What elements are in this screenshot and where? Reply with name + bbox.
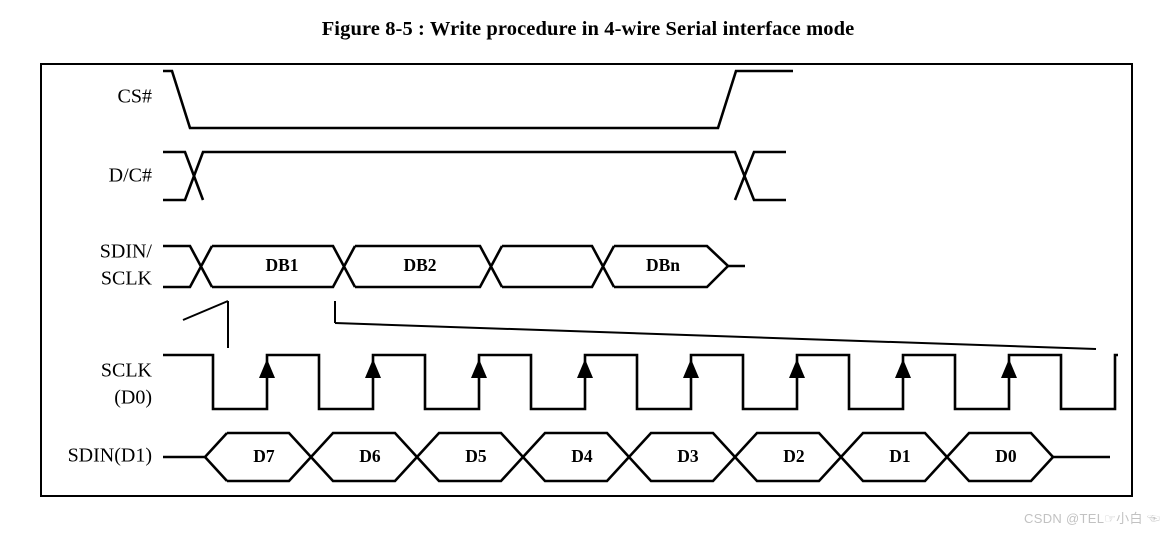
rising-edge-arrow-2 <box>365 359 381 409</box>
signal-label-sdin-sclk-line1: SDIN/ <box>100 241 153 263</box>
bus-cell-d5: D5 <box>465 446 487 466</box>
bus-cell-dbn: DBn <box>646 255 680 275</box>
rising-edge-arrow-4 <box>577 359 593 409</box>
bus-cell-d2: D2 <box>783 446 804 466</box>
waveform-sdin-sclk: DB1 DB2 DBn <box>163 244 745 289</box>
guide-left-diagonal <box>182 300 229 321</box>
rising-edge-arrow-5 <box>683 359 699 409</box>
expansion-guides <box>182 300 1097 350</box>
guide-right-taper <box>334 322 1097 350</box>
waveform-cs <box>163 69 793 130</box>
watermark: CSDN @TEL☞小白 ☜ <box>1024 511 1160 526</box>
clock-rising-edge-arrows <box>259 359 1017 409</box>
bus-cell-d0: D0 <box>995 446 1017 466</box>
bus-cell-d7: D7 <box>253 446 275 466</box>
rising-edge-arrow-7 <box>895 359 911 409</box>
rising-edge-arrow-3 <box>471 359 487 409</box>
signal-label-sdin-d1: SDIN(D1) <box>68 445 152 467</box>
signal-label-cs: CS# <box>118 86 152 108</box>
rising-edge-arrow-1 <box>259 359 275 409</box>
signal-label-sclk-line1: SCLK <box>101 360 153 382</box>
figure-title: Figure 8-5 : Write procedure in 4-wire S… <box>321 18 855 40</box>
signal-label-sclk-line2: (D0) <box>114 387 152 409</box>
bus-cell-d1: D1 <box>889 446 910 466</box>
bus-cell-db1: DB1 <box>265 255 298 275</box>
rising-edge-arrow-6 <box>789 359 805 409</box>
bus-cell-d6: D6 <box>359 446 381 466</box>
bus-cell-d4: D4 <box>571 446 593 466</box>
waveform-sclk <box>163 353 1118 411</box>
bus-cell-d3: D3 <box>677 446 699 466</box>
waveform-sdin-d1: D7 D6 D5 D4 D3 D2 D1 D0 <box>163 431 1110 483</box>
signal-label-dc: D/C# <box>109 165 152 187</box>
waveform-dc <box>163 150 786 202</box>
diagram-frame <box>40 63 1133 497</box>
signal-label-sdin-sclk-line2: SCLK <box>101 268 153 290</box>
bus-cell-db2: DB2 <box>403 255 436 275</box>
rising-edge-arrow-8 <box>1001 359 1017 409</box>
